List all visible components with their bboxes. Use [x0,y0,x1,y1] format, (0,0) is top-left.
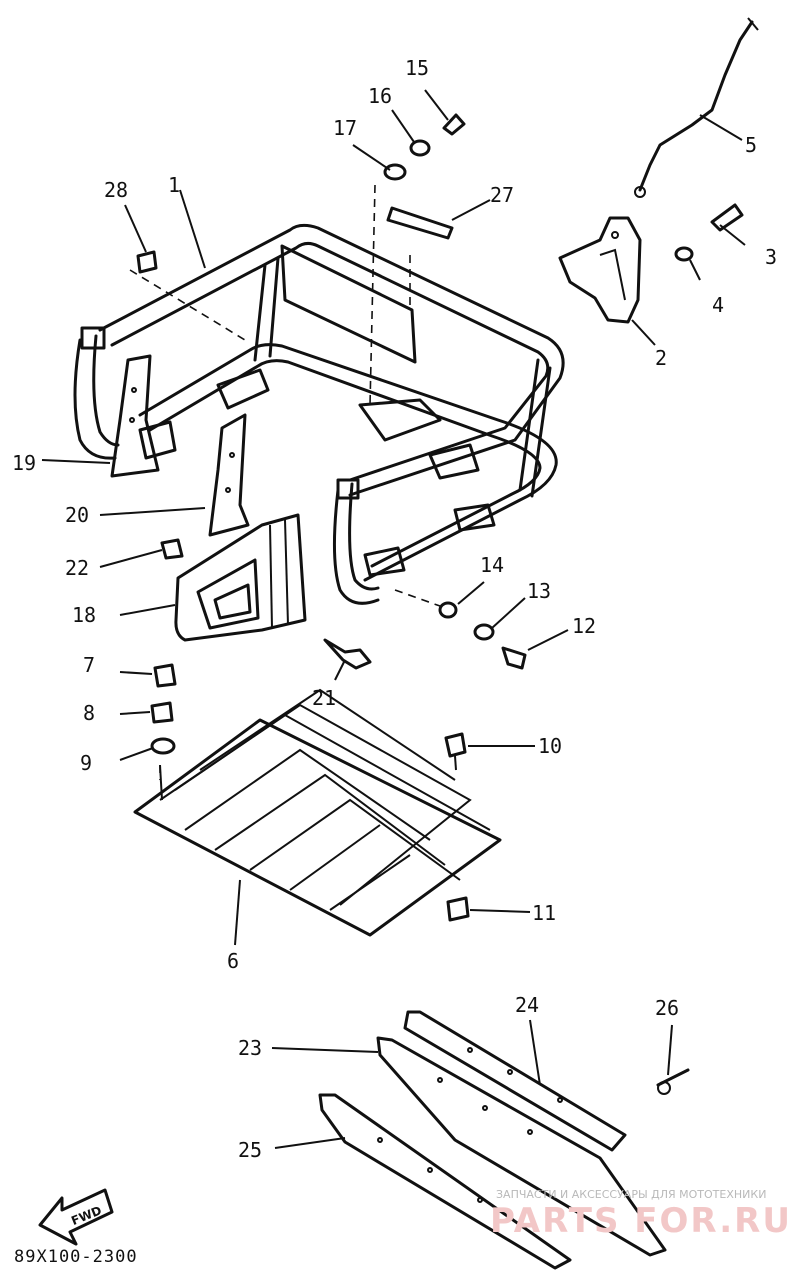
callout-4: 4 [712,293,724,317]
callout-10: 10 [538,734,562,758]
rail-25 [318,1093,572,1270]
middle-bracket [208,413,250,537]
callout-9: 9 [80,751,92,775]
callout-15: 15 [405,56,429,80]
rack-frame [73,223,565,605]
callout-19: 19 [12,451,36,475]
callout-20: 20 [65,503,89,527]
watermark-caption: ЗАПЧАСТИ И АКСЕССУАРЫ ДЛЯ МОТОТЕХНИКИ [496,1188,766,1201]
callout-12: 12 [572,614,596,638]
callout-25: 25 [238,1138,262,1162]
callout-3: 3 [765,245,777,269]
callout-5: 5 [745,133,757,157]
callout-11: 11 [532,901,556,925]
callout-8: 8 [83,701,95,725]
cable [634,17,759,198]
callout-27: 27 [490,183,514,207]
watermark: ЗАПЧАСТИ И АКСЕССУАРЫ ДЛЯ МОТОТЕХНИКИ PA… [490,1188,792,1241]
callout-23: 23 [238,1036,262,1060]
leader-lines [41,89,746,1149]
rail-24 [403,1010,627,1152]
callout-1: 1 [168,173,180,197]
floor-plate [133,688,502,937]
callout-17: 17 [333,116,357,140]
callout-18: 18 [72,603,96,627]
callout-21: 21 [312,686,336,710]
callout-6: 6 [227,949,239,973]
watermark-logo: PARTS FOR.RU [490,1201,792,1241]
rail-23 [376,1036,667,1257]
callout-24: 24 [515,993,539,1017]
callout-labels: 1 2 3 4 5 6 7 8 9 10 11 12 13 14 15 16 1… [12,56,777,1162]
callout-14: 14 [480,553,504,577]
fender-guard [174,513,307,642]
callout-28: 28 [104,178,128,202]
callout-7: 7 [83,653,95,677]
left-bracket [110,354,160,478]
callout-13: 13 [527,579,551,603]
callout-26: 26 [655,996,679,1020]
callout-2: 2 [655,346,667,370]
fasteners [136,113,744,1095]
drawing-code: 89X100-2300 [14,1247,138,1267]
fwd-arrow: FWD [38,1188,114,1246]
callout-22: 22 [65,556,89,580]
clamp-assembly [558,216,642,324]
callout-16: 16 [368,84,392,108]
